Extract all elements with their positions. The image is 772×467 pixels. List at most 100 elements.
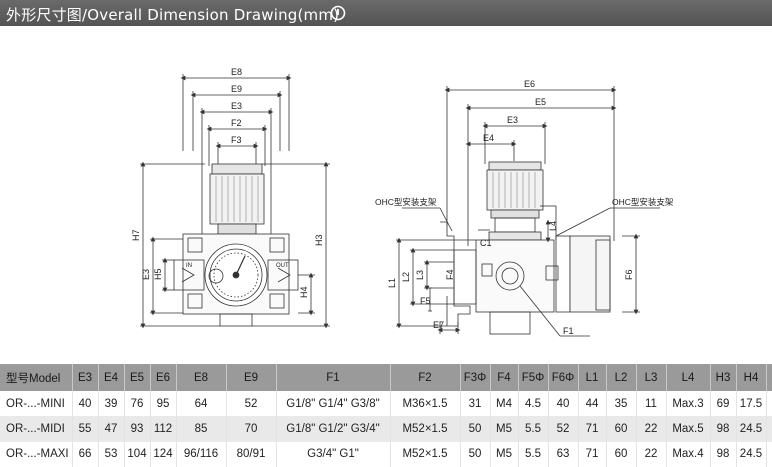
table-cell: 50 <box>460 441 491 467</box>
table-cell: 47 <box>98 416 125 442</box>
dim-label: L4 <box>548 221 558 231</box>
column-header: E4 <box>98 364 125 391</box>
dim-label: F3 <box>231 135 242 145</box>
table-cell: M5 <box>490 441 519 467</box>
table-cell: M36×1.5 <box>390 391 461 417</box>
table-cell: 24.5 <box>736 416 767 442</box>
dim-label: F6 <box>624 269 634 280</box>
dimension-drawing: E8 E9 E3 F2 F3 H7 H3 E3 H5 H4 IN OUT <box>0 26 772 364</box>
table-cell: 66 <box>72 441 99 467</box>
dim-label: E3 <box>231 101 242 111</box>
table-cell: 96 <box>766 391 772 417</box>
table-cell: OR-...-MAXI <box>0 441 73 467</box>
table-cell: 70 <box>226 416 277 442</box>
table-cell: G3/4" G1" <box>276 441 391 467</box>
dim-label: E6 <box>524 79 535 89</box>
table-cell: 71 <box>578 416 607 442</box>
table-cell: 22 <box>636 441 667 467</box>
table-cell: 52 <box>226 391 277 417</box>
table-cell: 53 <box>98 441 125 467</box>
column-header: H7 <box>766 364 772 391</box>
column-header: E9 <box>226 364 277 391</box>
dim-label: H4 <box>299 286 309 298</box>
column-header: L2 <box>606 364 637 391</box>
column-header: E8 <box>176 364 227 391</box>
dim-label: F4 <box>445 269 455 280</box>
table-cell: 96 <box>766 441 772 467</box>
table-cell: 80/91 <box>226 441 277 467</box>
column-header: F2 <box>390 364 461 391</box>
column-header: F3Φ <box>460 364 491 391</box>
page-title: 外形尺寸图/Overall Dimension Drawing(mm) <box>6 6 340 24</box>
dim-label: F5 <box>420 296 431 306</box>
column-header: F1 <box>276 364 391 391</box>
dim-label: F1 <box>563 326 574 336</box>
dim-label: H3 <box>314 234 324 246</box>
table-cell: 95 <box>150 391 177 417</box>
table-cell: 112 <box>150 416 177 442</box>
table-cell: 17.5 <box>736 391 767 417</box>
table-cell: G1/8" G1/4" G3/8" <box>276 391 391 417</box>
column-header: L1 <box>578 364 607 391</box>
table-cell: M4 <box>490 391 519 417</box>
table-cell: Max.5 <box>666 416 711 442</box>
side-view-labels: E6 E5 E3 E4 C1 L4 L1 L2 L3 F4 F5 F6 E7 F… <box>375 79 674 336</box>
table-cell: 64 <box>176 391 227 417</box>
column-header: L3 <box>636 364 667 391</box>
table-cell: 39 <box>98 391 125 417</box>
table-cell: 40 <box>548 391 579 417</box>
info-circle-icon <box>330 5 346 21</box>
table-cell: M52×1.5 <box>390 441 461 467</box>
table-cell: 24.5 <box>736 441 767 467</box>
column-header: F6Φ <box>548 364 579 391</box>
table-cell: 71 <box>578 441 607 467</box>
port-label-out: OUT <box>276 263 289 269</box>
dim-label: F2 <box>231 118 242 128</box>
dim-label: L1 <box>387 278 397 288</box>
port-label-in: IN <box>186 263 192 269</box>
table-cell: 63 <box>548 441 579 467</box>
table-cell: 85 <box>176 416 227 442</box>
table-header-row: 型号Model E3 E4 E5 E6 E8 E9 F1 F2 F3Φ F4 F… <box>0 364 772 391</box>
dim-label: E9 <box>231 84 242 94</box>
dim-label: E3 <box>141 269 151 280</box>
table-cell: 76 <box>124 391 151 417</box>
column-header: H3 <box>710 364 737 391</box>
dim-label: E7 <box>433 320 444 330</box>
side-view <box>396 86 660 337</box>
bracket-label-left: OHC型安装支架 <box>375 197 437 207</box>
column-header: E5 <box>124 364 151 391</box>
table-cell: G1/8" G1/2" G3/4" <box>276 416 391 442</box>
table-cell: Max.4 <box>666 441 711 467</box>
column-header: F5Φ <box>518 364 549 391</box>
column-header: 型号Model <box>0 364 73 391</box>
table-cell: 40 <box>72 391 99 417</box>
dim-label: L3 <box>415 270 425 280</box>
table-cell: OR-...-MINI <box>0 391 73 417</box>
column-header: H4 <box>736 364 767 391</box>
table-row: OR-...-MIDI 55 47 93 112 85 70 G1/8" G1/… <box>0 416 772 442</box>
table-cell: 11 <box>636 391 667 417</box>
front-view-labels: E8 E9 E3 F2 F3 H7 H3 E3 H5 H4 IN OUT <box>131 67 324 298</box>
table-cell: 96/116 <box>176 441 227 467</box>
table-cell: 124 <box>150 441 177 467</box>
table-cell: 55 <box>72 416 99 442</box>
table-row: OR-...-MINI 40 39 76 95 64 52 G1/8" G1/4… <box>0 391 772 417</box>
table-cell: 5.5 <box>518 416 549 442</box>
table-cell: 69 <box>710 391 737 417</box>
table-cell: 98 <box>710 441 737 467</box>
dim-label: H7 <box>131 229 141 241</box>
dimension-table: 型号Model E3 E4 E5 E6 E8 E9 F1 F2 F3Φ F4 F… <box>0 364 772 467</box>
header-bar: 外形尺寸图/Overall Dimension Drawing(mm) <box>0 0 772 26</box>
column-header: E6 <box>150 364 177 391</box>
table-cell: M5 <box>490 416 519 442</box>
table-cell: M52×1.5 <box>390 416 461 442</box>
dim-label: E3 <box>507 115 518 125</box>
table-cell: 5.5 <box>518 441 549 467</box>
table-cell: 44 <box>578 391 607 417</box>
table-cell: Max.3 <box>666 391 711 417</box>
dim-label: E4 <box>483 133 494 143</box>
table-cell: 50 <box>460 416 491 442</box>
table-cell: OR-...-MIDI <box>0 416 73 442</box>
dim-label: H5 <box>153 268 163 280</box>
